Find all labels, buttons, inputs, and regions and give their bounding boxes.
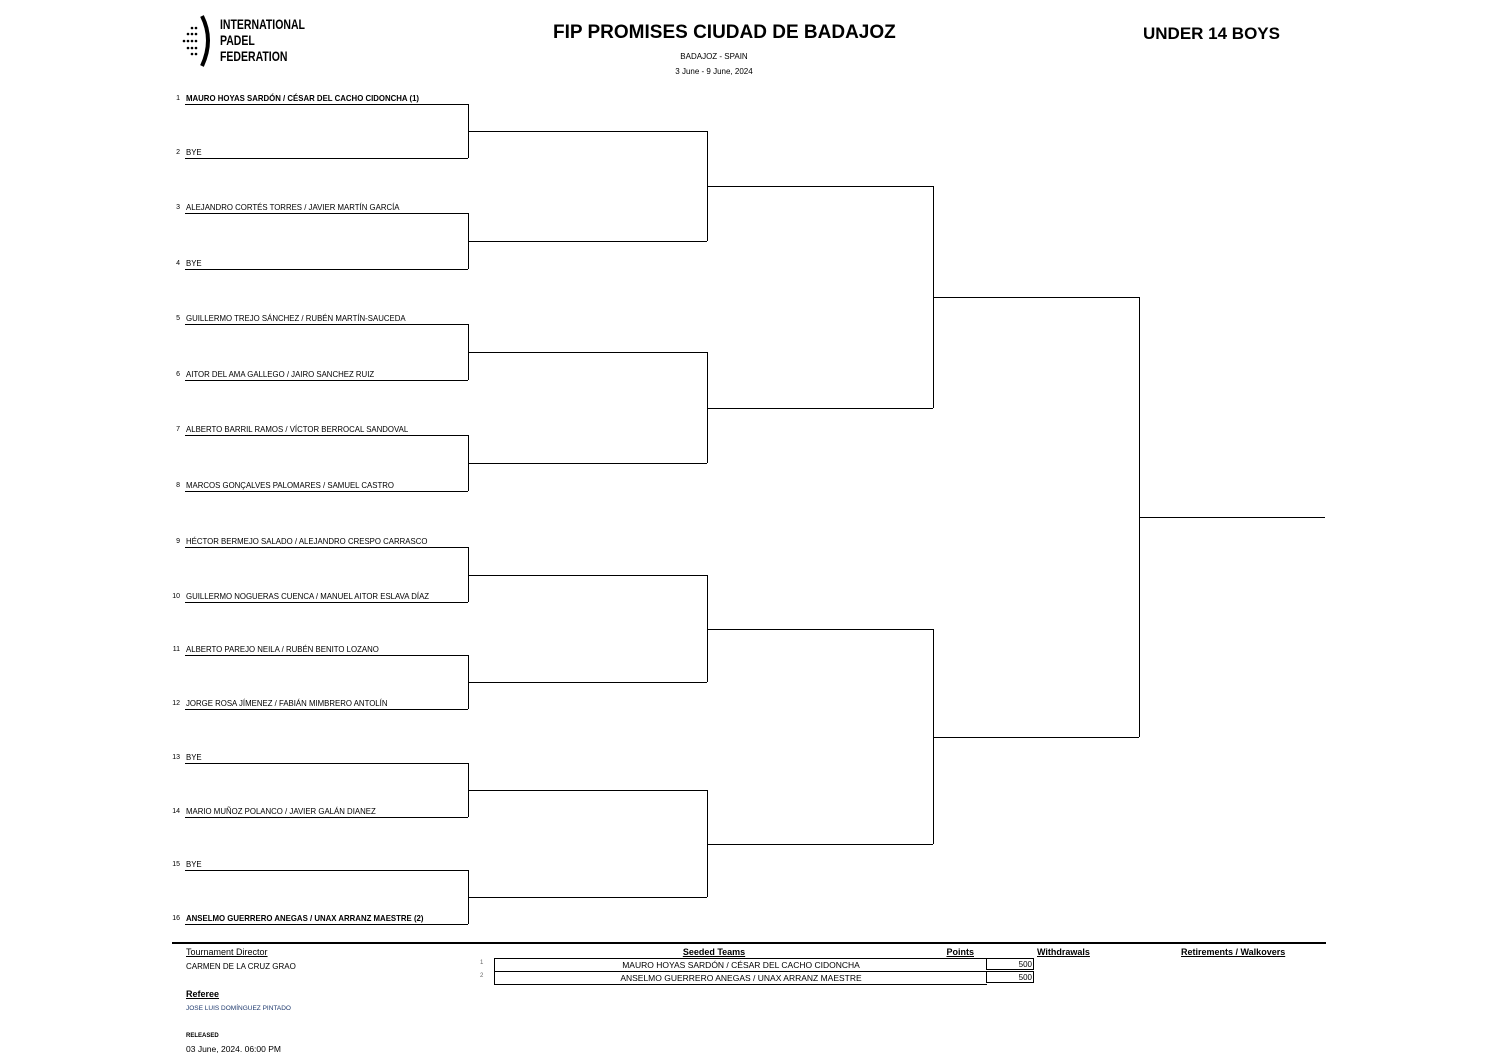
entry-line (185, 655, 468, 656)
footer-divider (172, 942, 1326, 944)
entry-line (185, 602, 468, 603)
team-entry: MARIO MUÑOZ POLANCO / JAVIER GALÁN DIANE… (186, 806, 376, 816)
team-entry: ALEJANDRO CORTÉS TORRES / JAVIER MARTÍN … (186, 202, 400, 212)
round-2-line (468, 241, 707, 242)
entry-line (185, 380, 468, 381)
round-2-line (468, 352, 707, 353)
dates: 3 June - 9 June, 2024 (675, 67, 753, 76)
team-entry: HÉCTOR BERMEJO SALADO / ALEJANDRO CRESPO… (186, 536, 428, 546)
draw-position: 15 (172, 861, 180, 868)
team-entry: BYE (186, 752, 202, 762)
draw-position: 1 (176, 95, 180, 102)
director-name: CARMEN DE LA CRUZ GRAO (186, 962, 296, 971)
category-title: UNDER 14 BOYS (1143, 24, 1280, 43)
round-2-line (468, 682, 707, 683)
director-label: Tournament Director (186, 947, 268, 957)
draw-position: 12 (172, 700, 180, 707)
bracket-connector (707, 790, 708, 897)
entry-line (185, 763, 468, 764)
entry-line (185, 924, 468, 925)
bracket-connector (707, 575, 708, 682)
round-5-line (1139, 517, 1325, 518)
referee-label: Referee (186, 989, 220, 999)
logo-line: FEDERATION (220, 48, 288, 64)
team-entry: BYE (186, 859, 202, 869)
draw-position: 6 (176, 371, 180, 378)
draw-position: 14 (172, 808, 180, 815)
draw-position: 2 (176, 149, 180, 156)
fip-logo: INTERNATIONAL PADEL FEDERATION (180, 14, 305, 68)
logo-line: PADEL (220, 32, 255, 48)
seed-number: 2 (480, 973, 484, 979)
points-label: Points (946, 947, 974, 957)
round-2-line (468, 575, 707, 576)
seed-team: MAURO HOYAS SARDÓN / CÉSAR DEL CACHO CID… (494, 958, 987, 972)
logo-emblem-icon (182, 15, 210, 67)
draw-position: 4 (176, 260, 180, 267)
round-3-line (707, 408, 933, 409)
team-entry: JORGE ROSA JÍMENEZ / FABIÁN MIMBRERO ANT… (186, 698, 388, 708)
round-2-line (468, 463, 707, 464)
round-3-line (707, 186, 933, 187)
entry-line (185, 817, 468, 818)
draw-position: 7 (176, 426, 180, 433)
seed-number: 1 (480, 960, 484, 966)
draw-position: 5 (176, 315, 180, 322)
round-4-line (933, 737, 1139, 738)
draw-position: 11 (172, 646, 180, 653)
team-entry: GUILLERMO NOGUERAS CUENCA / MANUEL AITOR… (186, 591, 430, 601)
round-2-line (468, 897, 707, 898)
round-2-line (468, 131, 707, 132)
bracket-connector (468, 547, 469, 602)
seed-team: ANSELMO GUERRERO ANEGAS / UNAX ARRANZ MA… (494, 971, 987, 985)
draw-position: 16 (172, 915, 180, 922)
released-date: 03 June, 2024. 06:00 PM (186, 1044, 281, 1054)
draw-position: 8 (176, 482, 180, 489)
team-entry: AITOR DEL AMA GALLEGO / JAIRO SANCHEZ RU… (186, 369, 375, 379)
draw-position: 9 (176, 538, 180, 545)
released-label: RELEASED (186, 1033, 219, 1039)
referee-name: JOSE LUIS DOMÍNGUEZ PINTADO (186, 1005, 291, 1012)
draw-position: 10 (172, 593, 180, 600)
entry-line (185, 213, 468, 214)
bracket-connector (707, 352, 708, 463)
team-entry: MAURO HOYAS SARDÓN / CÉSAR DEL CACHO CID… (186, 93, 420, 103)
entry-line (185, 269, 468, 270)
round-4-line (933, 297, 1139, 298)
team-entry: BYE (186, 147, 202, 157)
seed-points: 500 (986, 971, 1034, 983)
draw-position: 13 (172, 754, 180, 761)
entry-line (185, 158, 468, 159)
entry-line (185, 324, 468, 325)
round-2-line (468, 790, 707, 791)
team-entry: ALBERTO PAREJO NEILA / RUBÉN BENITO LOZA… (186, 644, 379, 654)
location: BADAJOZ - SPAIN (680, 52, 748, 61)
entry-line (185, 104, 468, 105)
team-entry: GUILLERMO TREJO SÁNCHEZ / RUBÉN MARTÍN-S… (186, 313, 406, 323)
entry-line (185, 547, 468, 548)
seeded-label: Seeded Teams (682, 947, 746, 957)
entry-line (185, 870, 468, 871)
entry-line (185, 435, 468, 436)
round-3-line (707, 629, 933, 630)
logo-line: INTERNATIONAL (220, 16, 305, 32)
team-entry: BYE (186, 258, 202, 268)
seed-points: 500 (986, 958, 1034, 970)
team-entry: ANSELMO GUERRERO ANEGAS / UNAX ARRANZ MA… (186, 913, 424, 923)
retirements-label: Retirements / Walkovers (1181, 947, 1286, 957)
bracket-connector (933, 629, 934, 844)
withdrawals-label: Withdrawals (1037, 947, 1090, 957)
entry-line (185, 491, 468, 492)
tournament-title: FIP PROMISES CIUDAD DE BADAJOZ (553, 22, 896, 43)
draw-position: 3 (176, 204, 180, 211)
team-entry: ALBERTO BARRIL RAMOS / VÍCTOR BERROCAL S… (186, 424, 409, 434)
round-3-line (707, 844, 933, 845)
entry-line (185, 709, 468, 710)
team-entry: MARCOS GONÇALVES PALOMARES / SAMUEL CAST… (186, 480, 395, 490)
